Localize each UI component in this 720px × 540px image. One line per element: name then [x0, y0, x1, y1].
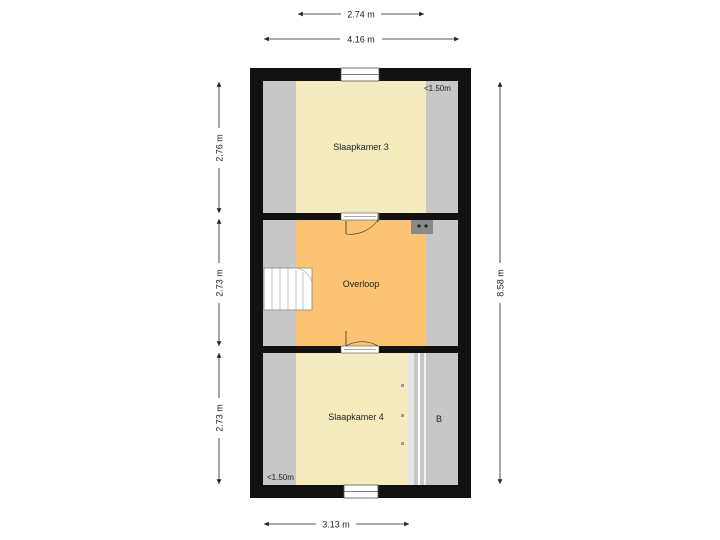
dimension-left-middle: 2.73 m — [213, 219, 225, 346]
window-bottom — [343, 484, 379, 499]
svg-text:2.73 m: 2.73 m — [215, 404, 225, 432]
svg-text:2.74 m: 2.74 m — [347, 10, 375, 20]
landing-floor — [296, 220, 426, 346]
room-label-bedroom-3: Slaapkamer 3 — [333, 142, 389, 152]
svg-text:2.73 m: 2.73 m — [215, 269, 225, 297]
boiler-icon — [411, 220, 433, 234]
door-bedroom-3 — [340, 212, 380, 235]
svg-text:4.16 m: 4.16 m — [347, 35, 375, 45]
closet-strip — [408, 353, 414, 485]
door-bedroom-4 — [340, 331, 380, 354]
window-top — [340, 67, 380, 82]
dimension-bottom: 3.13 m — [264, 518, 409, 530]
low-ceiling-zone-bottom-left — [263, 353, 296, 485]
dimension-right-total: 8.58 m — [494, 82, 506, 484]
svg-text:8.58 m: 8.58 m — [496, 269, 506, 297]
room-label-landing: Overloop — [343, 279, 380, 289]
room-label-bedroom-4: Slaapkamer 4 — [328, 412, 384, 422]
low-ceiling-zone-mid-right — [426, 220, 458, 346]
bedroom-3-floor — [296, 81, 426, 213]
svg-text:3.13 m: 3.13 m — [322, 520, 350, 530]
low-ceiling-note-top: <1.50m — [424, 84, 451, 93]
staircase — [263, 267, 313, 311]
dimension-left-lower: 2.73 m — [213, 353, 225, 484]
dimension-top-outer: 4.16 m — [264, 33, 459, 45]
dimension-left-upper: 2.76 m — [213, 82, 225, 213]
low-ceiling-zone-top-left — [263, 81, 296, 213]
svg-text:2.76 m: 2.76 m — [215, 134, 225, 162]
low-ceiling-zone-top-right — [426, 81, 458, 213]
room-label-storage: B — [436, 414, 442, 424]
low-ceiling-note-bottom: <1.50m — [267, 473, 294, 482]
dimension-top-inner: 2.74 m — [298, 8, 424, 20]
closet-markers — [401, 384, 404, 445]
bedroom-4-floor — [296, 353, 408, 485]
storage-room-floor — [425, 353, 458, 485]
